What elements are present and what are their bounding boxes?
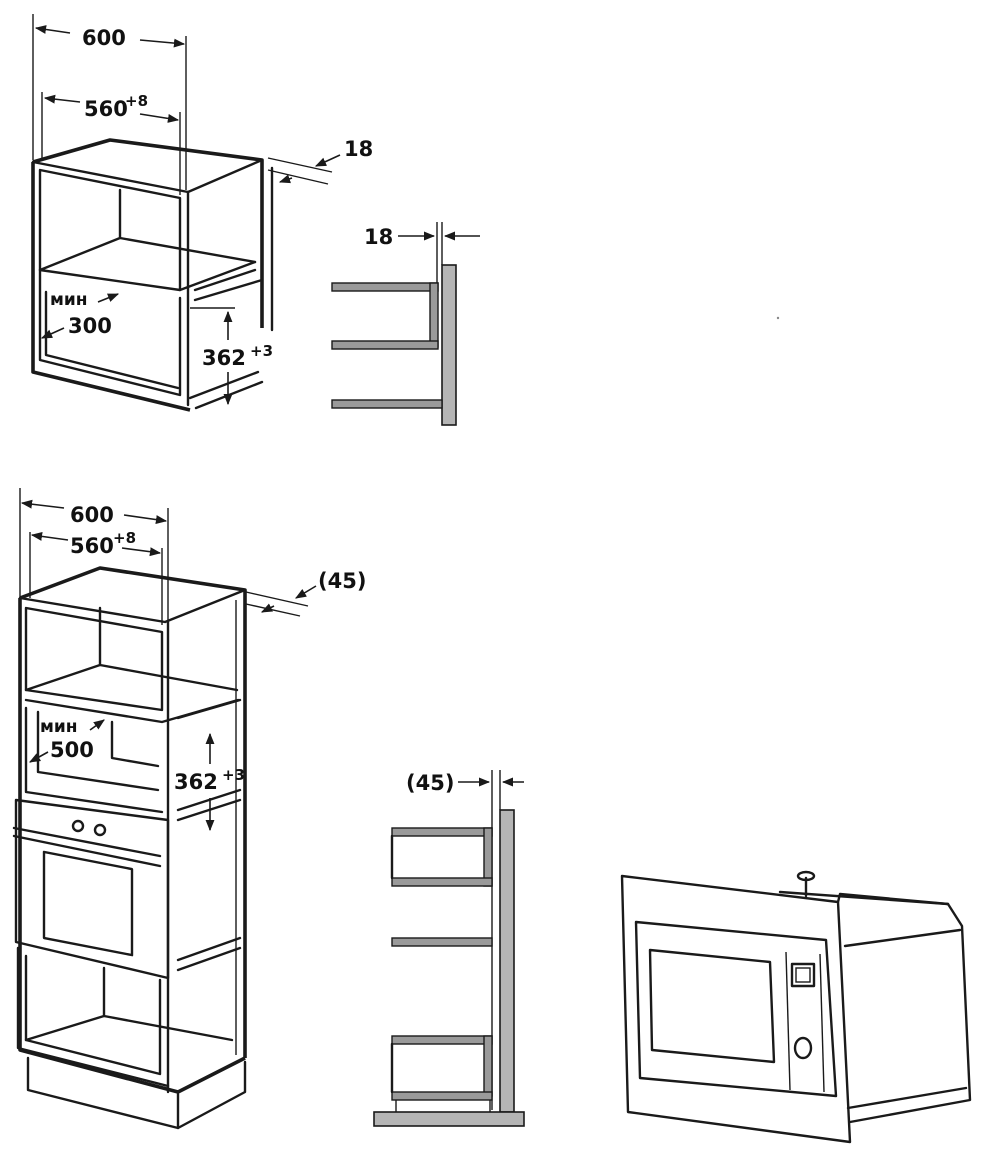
shelf-5-tall xyxy=(391,1091,493,1101)
shelf-3-top xyxy=(331,399,443,409)
dim-362-label-top: 362 xyxy=(202,346,246,370)
shelf-4-tall xyxy=(391,1035,493,1045)
dim-560-tall-label: 560 xyxy=(70,534,114,558)
dimension-560-top: 560 +8 xyxy=(43,92,180,123)
stray-dot xyxy=(776,316,780,320)
dim-18-side-label: 18 xyxy=(344,137,373,161)
min-label-tall: мин xyxy=(40,717,78,737)
dim-362-tolerance-top: +3 xyxy=(250,342,273,360)
top-section-drawing: 18 xyxy=(331,222,480,426)
dimension-362-top: 362 +3 xyxy=(202,310,273,406)
dim-500-label: 500 xyxy=(50,738,94,762)
dim-18-section-label: 18 xyxy=(364,225,393,249)
dimension-600-tall: 600 xyxy=(20,499,168,527)
dim-560-tall-tolerance: +8 xyxy=(113,529,136,547)
floor-plinth xyxy=(373,1111,525,1127)
dimension-600-top: 600 xyxy=(34,25,186,50)
oven-window xyxy=(42,850,134,957)
tall-section-drawing: (45) xyxy=(373,770,525,1127)
shelf-2-tall xyxy=(391,877,493,887)
microwave-display xyxy=(790,962,816,988)
shelf-2-top xyxy=(331,340,439,350)
side-panel-top xyxy=(429,282,439,348)
side-panel-2-tall xyxy=(483,1035,493,1097)
side-panel-1-tall xyxy=(483,827,493,887)
dim-600-tall-label: 600 xyxy=(70,503,114,527)
dimension-18-side: 18 xyxy=(267,137,373,185)
top-cabinet-drawing xyxy=(31,14,274,412)
shelf-3-tall xyxy=(391,937,493,947)
oven-knob-2 xyxy=(93,823,107,837)
dimension-45-tall: (45) xyxy=(245,569,366,617)
mount-screw xyxy=(796,870,816,882)
shelf-1-tall xyxy=(391,827,493,837)
tall-cabinet-drawing xyxy=(12,488,247,1130)
dimension-min-500: мин 500 xyxy=(29,717,105,763)
dim-362-label-tall: 362 xyxy=(174,770,218,794)
dim-300-label: 300 xyxy=(68,314,112,338)
microwave-illustration xyxy=(620,870,972,1144)
dim-560-label: 560 xyxy=(84,97,128,121)
dim-600-label: 600 xyxy=(82,26,126,50)
dim-45-section-label: (45) xyxy=(406,771,454,795)
shelf-1-top xyxy=(331,282,439,292)
wall-panel-tall xyxy=(499,809,515,1113)
dimension-560-tall: 560 +8 xyxy=(30,529,162,558)
dimension-min-300: мин 300 xyxy=(40,290,120,339)
oven-knob-1 xyxy=(71,819,85,833)
wall-panel-top xyxy=(441,264,457,426)
dim-560-tolerance: +8 xyxy=(125,92,148,110)
dim-45-tall-label: (45) xyxy=(318,569,366,593)
microwave-knob xyxy=(793,1036,813,1060)
dimension-362-tall: 362 +3 xyxy=(174,732,245,832)
min-label-top: мин xyxy=(50,290,88,310)
dim-362-tolerance-tall: +3 xyxy=(222,766,245,784)
microwave-window xyxy=(648,948,776,1064)
